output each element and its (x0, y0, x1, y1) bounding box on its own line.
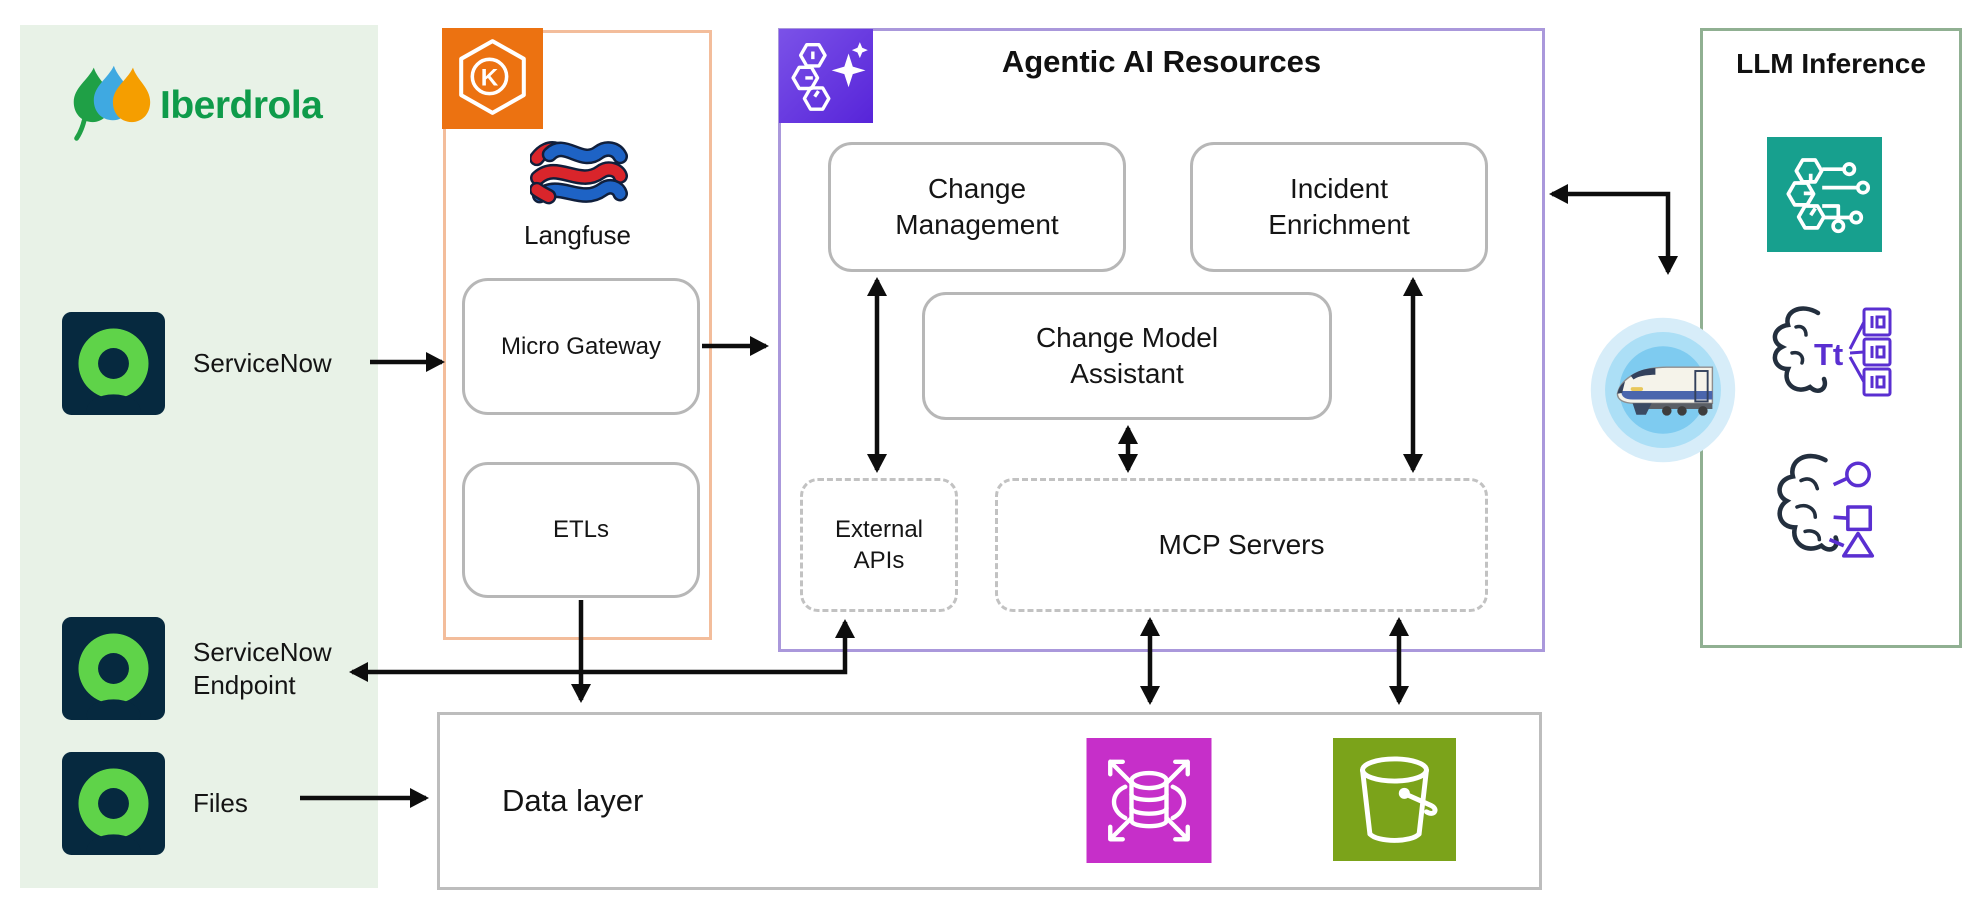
change-management-label: Change Management (895, 172, 1059, 240)
etls-box: ETLs (462, 462, 700, 598)
database-scaling-icon (1086, 738, 1212, 868)
multimodal-shapes-icon (1770, 450, 1885, 569)
mcp-servers-box: MCP Servers (995, 478, 1488, 612)
servicenow-icon (62, 312, 165, 426)
langfuse-label: Langfuse (524, 220, 631, 250)
arrow-agentic-llm-inference (1549, 184, 1678, 275)
sagemaker-brain-circuit-icon (1767, 137, 1882, 257)
servicenow-icon (62, 752, 165, 866)
text-model-tokens-icon: Tt (1762, 300, 1894, 411)
eks-letter: K (481, 65, 499, 92)
mcp-servers-label: MCP Servers (1158, 528, 1325, 560)
data-layer-label: Data layer (502, 783, 644, 818)
iberdrola-source-panel (20, 25, 378, 888)
external-apis-box: External APIs (800, 478, 958, 612)
kubernetes-eks-icon: K (442, 28, 543, 134)
label-servicenow: ServiceNow (193, 348, 332, 379)
iberdrola-drops-icon (68, 60, 154, 151)
tt-glyph: Tt (1814, 337, 1843, 372)
change-model-assistant-label: Change Model Assistant (1035, 321, 1219, 389)
micro-gateway-box: Micro Gateway (462, 278, 700, 415)
change-management-box: Change Management (828, 142, 1126, 272)
external-apis-label: External APIs (834, 515, 924, 574)
micro-gateway-label: Micro Gateway (500, 332, 662, 360)
servicenow-icon (62, 617, 165, 731)
incident-enrichment-label: Incident Enrichment (1268, 172, 1410, 240)
brand-name: Iberdrola (160, 83, 323, 127)
llm-inference-panel (1700, 28, 1962, 648)
bullet-train-icon (1587, 314, 1739, 466)
etls-label: ETLs (552, 516, 609, 544)
incident-enrichment-box: Incident Enrichment (1190, 142, 1488, 272)
label-files: Files (193, 788, 248, 819)
langfuse-knot-icon (529, 130, 628, 223)
iberdrola-logo: Iberdrola (68, 60, 323, 151)
change-model-assistant-box: Change Model Assistant (922, 292, 1332, 420)
bedrock-agent-icon (779, 29, 873, 128)
llm-panel-title: LLM Inference (1736, 48, 1926, 79)
agentic-panel-title: Agentic AI Resources (1001, 44, 1322, 79)
label-servicenow-endpoint: ServiceNow Endpoint (193, 637, 332, 700)
s3-bucket-icon (1333, 738, 1456, 866)
